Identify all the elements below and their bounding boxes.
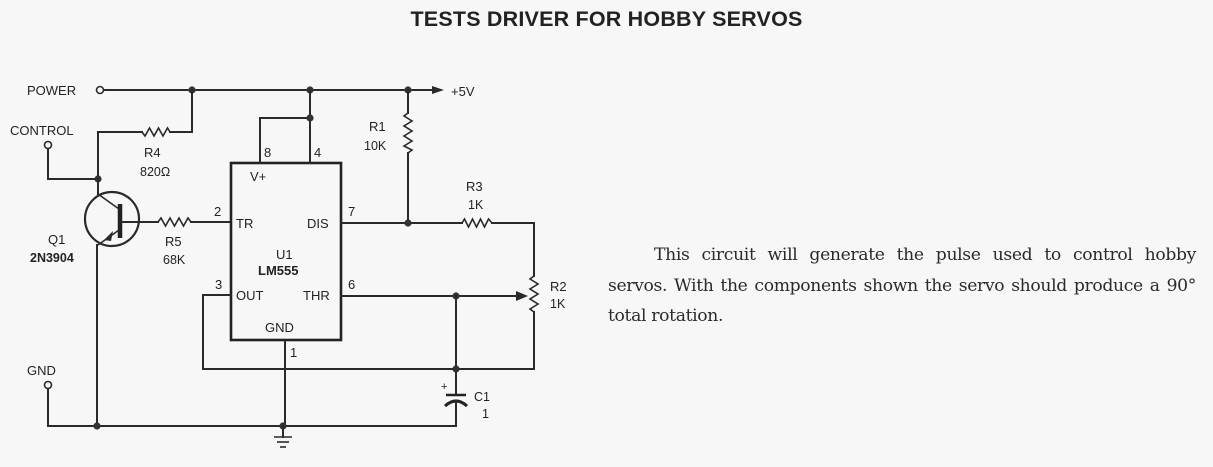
q1-part: 2N3904 xyxy=(30,251,74,265)
pin-out-label: OUT xyxy=(236,288,264,303)
junction-c1 xyxy=(452,365,460,373)
pin-6-number: 6 xyxy=(348,277,355,292)
pin-tr-label: TR xyxy=(236,216,253,231)
r4-resistor xyxy=(97,89,193,180)
junction-gnd-q1 xyxy=(93,422,101,430)
pin-thr-label: THR xyxy=(303,288,330,303)
r1-ref: R1 xyxy=(369,119,386,134)
u1-ref: U1 xyxy=(276,247,293,262)
q1-transistor xyxy=(83,178,159,248)
c1-capacitor xyxy=(443,393,469,427)
pin-7-number: 7 xyxy=(348,204,355,219)
r1-resistor xyxy=(402,89,414,224)
circuit-schematic: POWER +5V R4 820Ω CONTROL Q1 2N3904 R5 6… xyxy=(10,83,567,448)
gnd-label: GND xyxy=(27,363,56,378)
junction-dis-r1 xyxy=(404,219,412,227)
power-rail xyxy=(95,85,444,95)
junction-pin8-pin4 xyxy=(306,114,314,122)
power-label: POWER xyxy=(27,83,76,98)
pin-gnd-label: GND xyxy=(265,320,294,335)
pin-4-number: 4 xyxy=(314,145,321,160)
supply-label: +5V xyxy=(451,84,475,99)
r2-ref: R2 xyxy=(550,279,567,294)
emitter-arrow-icon xyxy=(104,231,113,241)
c1-value: 1 xyxy=(482,407,489,421)
r2-value: 1K xyxy=(550,297,566,311)
wiper-arrow-icon xyxy=(516,291,528,301)
u1-part: LM555 xyxy=(258,263,298,278)
r1-value: 10K xyxy=(364,139,387,153)
r2-potentiometer xyxy=(340,275,540,370)
c1-ref: C1 xyxy=(474,390,490,404)
ground-symbol-icon xyxy=(274,425,292,448)
r5-ref: R5 xyxy=(165,234,182,249)
q1-ref: Q1 xyxy=(48,232,65,247)
control-label: CONTROL xyxy=(10,123,74,138)
gnd-terminal xyxy=(43,380,53,390)
page-title: TESTS DRIVER FOR HOBBY SERVOS xyxy=(410,7,803,31)
pin-2-number: 2 xyxy=(214,204,221,219)
r3-ref: R3 xyxy=(466,179,483,194)
pin-8-number: 8 xyxy=(264,145,271,160)
r4-value: 820Ω xyxy=(140,165,170,179)
control-terminal xyxy=(43,140,53,150)
r5-value: 68K xyxy=(163,253,186,267)
c1-polarity: + xyxy=(441,381,447,393)
pin-vplus-label: V+ xyxy=(250,169,266,184)
r4-ref: R4 xyxy=(144,145,161,160)
ground-bus xyxy=(47,388,457,427)
u1-ic xyxy=(229,89,343,427)
out-feedback-wire xyxy=(202,294,535,370)
circuit-description: This circuit will generate the pulse use… xyxy=(608,245,1196,326)
r3-value: 1K xyxy=(468,198,484,212)
pin-1-number: 1 xyxy=(290,345,297,360)
r5-resistor xyxy=(157,216,232,228)
power-terminal xyxy=(95,85,105,95)
r3-resistor xyxy=(340,217,535,277)
supply-arrow-icon xyxy=(432,86,444,94)
pin-dis-label: DIS xyxy=(307,216,329,231)
pin-3-number: 3 xyxy=(215,277,222,292)
